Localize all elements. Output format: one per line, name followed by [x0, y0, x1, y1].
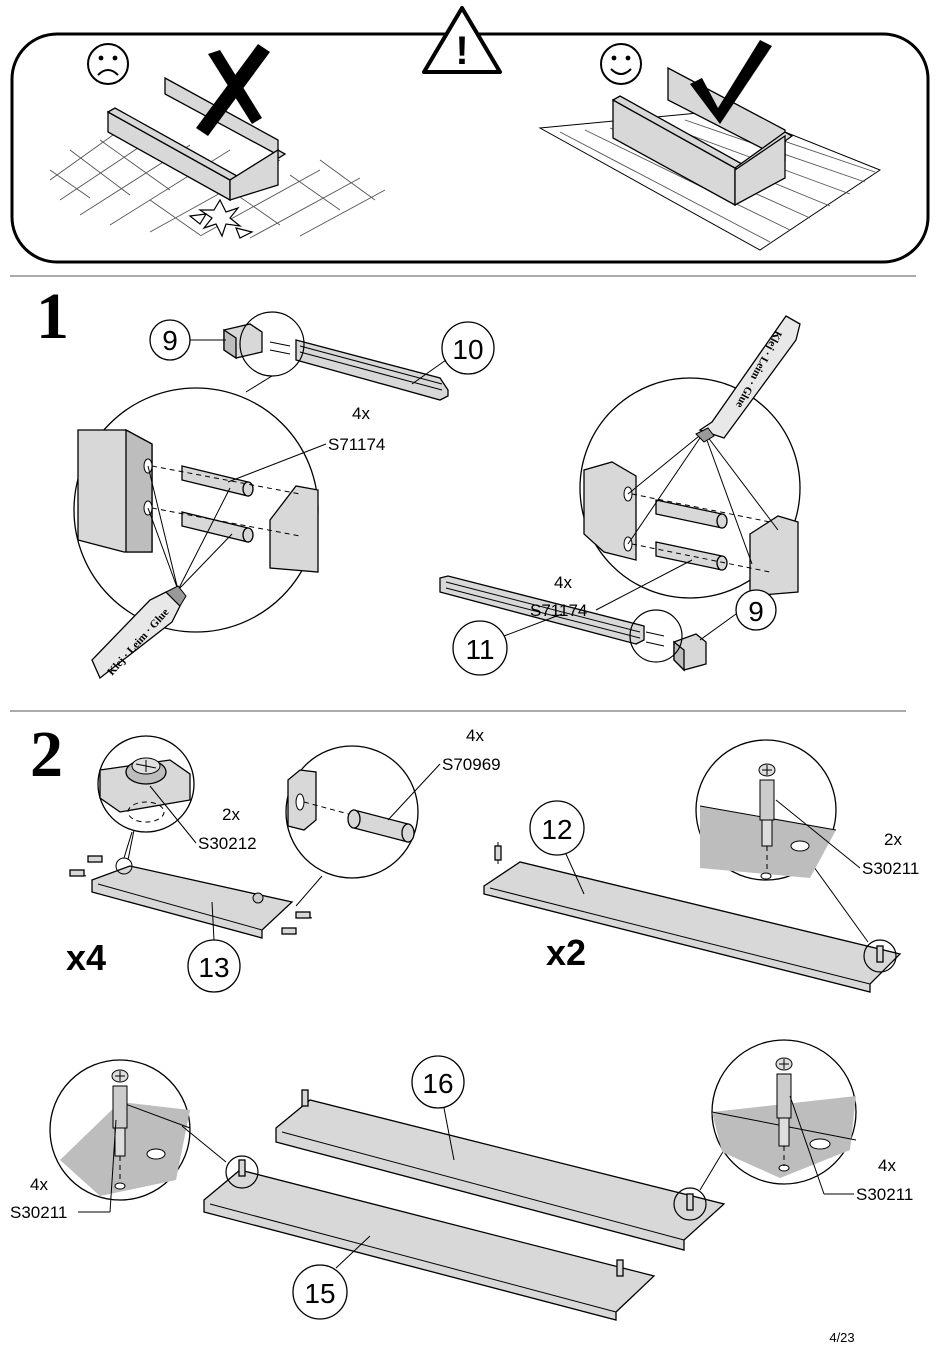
- correct-check-icon: [690, 40, 772, 124]
- bolt-code-a: S30211: [862, 859, 919, 878]
- part-13-label: 13: [198, 952, 229, 983]
- dowel-qty: 4x: [466, 726, 484, 745]
- part-15-callout: [292, 1264, 348, 1320]
- bolt-zoom-b: [49, 1059, 191, 1201]
- warning-panel: !: [10, 6, 930, 264]
- bolt-code-c: S30211: [856, 1185, 913, 1204]
- part-12-label: 12: [541, 814, 572, 845]
- dowel-qty-a: 4x: [352, 404, 370, 423]
- dowel-qty-b: 4x: [554, 573, 572, 592]
- part-10-label: 10: [452, 334, 483, 365]
- part-9-label-b: 9: [748, 596, 764, 627]
- part-16-label: 16: [422, 1068, 453, 1099]
- part-11-label: 11: [465, 634, 494, 665]
- step-number-2: 2: [30, 718, 63, 791]
- step1-left-zoom: Klej · Leim · Glue: [73, 387, 319, 680]
- cam-code: S30212: [198, 834, 257, 853]
- bolt-qty-c: 4x: [878, 1156, 896, 1175]
- part-15-label: 15: [304, 1278, 335, 1309]
- step1-right-zoom: Klej · Leim · Glue: [579, 315, 801, 599]
- soft-floor-illustration: ✓: [538, 40, 882, 251]
- alert-mark: !: [455, 29, 468, 73]
- part-10-callout: [441, 321, 495, 375]
- bolt-qty-b: 4x: [30, 1175, 48, 1194]
- glue-tube-text-right: Klej · Leim · Glue: [733, 329, 784, 410]
- warning-triangle-icon: !: [422, 6, 502, 74]
- multiplier-12: x2: [546, 932, 586, 973]
- bolt-qty-a: 2x: [884, 830, 902, 849]
- bolt-zoom-a: [695, 739, 837, 881]
- step-number-1: 1: [36, 280, 69, 353]
- step1-bottom-assembly: [439, 575, 707, 672]
- part-13-board: [69, 829, 323, 939]
- sad-face-icon: [87, 43, 129, 85]
- hard-floor-illustration: ✗: [49, 44, 386, 239]
- step1-top-assembly: [223, 311, 449, 401]
- bolt-zoom-c: [711, 1039, 857, 1185]
- cam-lock-zoom: [97, 735, 195, 833]
- wrong-cross-icon: [196, 44, 270, 136]
- part-12-board: [483, 842, 902, 993]
- part-16-board: [275, 1089, 731, 1251]
- bolt-code-b: S30211: [10, 1203, 67, 1222]
- multiplier-13: x4: [66, 937, 106, 978]
- page-number: 4/23: [829, 1330, 854, 1345]
- dowel-code: S70969: [442, 755, 501, 774]
- part-9-label-a: 9: [162, 325, 178, 356]
- part-16-callout: [411, 1055, 465, 1109]
- part-12-callout: [529, 800, 585, 856]
- part-15-board: [181, 1125, 656, 1321]
- dowel-code-a: S71174: [328, 435, 385, 454]
- part-9-callout-b: [735, 589, 777, 631]
- happy-face-icon: [600, 43, 642, 85]
- cam-qty: 2x: [222, 805, 240, 824]
- dowel-code-b: S71174: [530, 601, 587, 620]
- dowel-zoom: [285, 745, 419, 879]
- part-11-callout: [452, 620, 508, 676]
